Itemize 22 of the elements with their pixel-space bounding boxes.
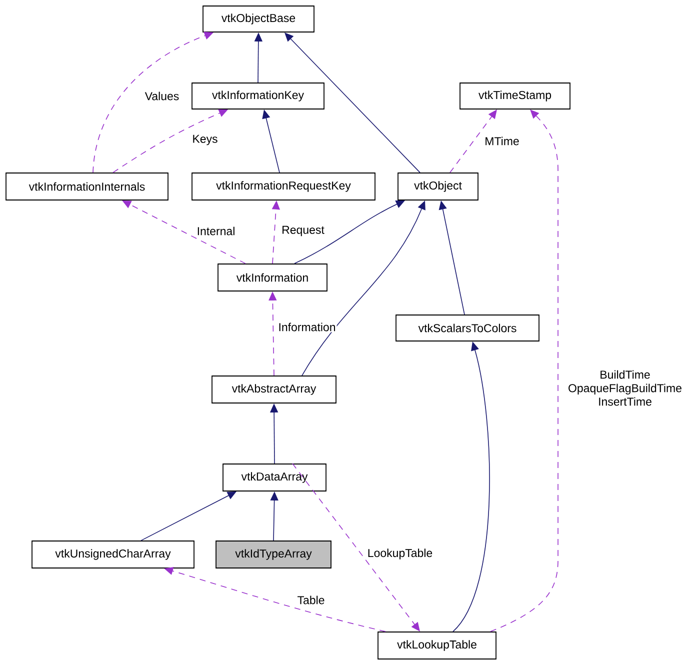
class-box: vtkInformationKey [192,82,324,110]
class-box: vtkObject [398,172,478,200]
class-box: vtkInformationRequestKey [192,172,376,200]
edge-label: BuildTime OpaqueFlagBuildTime InsertTime [560,369,690,407]
edge-label: Internal [196,226,236,236]
edge-label: Request [280,224,326,238]
edge-label: LookupTable [366,548,434,560]
edge-label: Keys [191,134,219,146]
class-box: vtkScalarsToColors [396,314,540,342]
class-box: vtkUnsignedCharArray [32,540,194,568]
class-box: vtkLookupTable [378,632,496,660]
edge-label: Information [277,322,337,332]
edge-label: Table [296,594,326,606]
edge-label: Values [144,90,180,102]
class-box: vtkTimeStamp [460,82,570,110]
class-box: vtkAbstractArray [212,376,336,404]
class-box: vtkDataArray [222,464,326,492]
edge-label: MTime [484,136,520,146]
class-box: vtkIdTypeArray [216,540,332,568]
class-box: vtkObjectBase [202,6,314,32]
class-box: vtkInformationInternals [6,172,168,200]
class-box: vtkInformation [218,264,328,292]
